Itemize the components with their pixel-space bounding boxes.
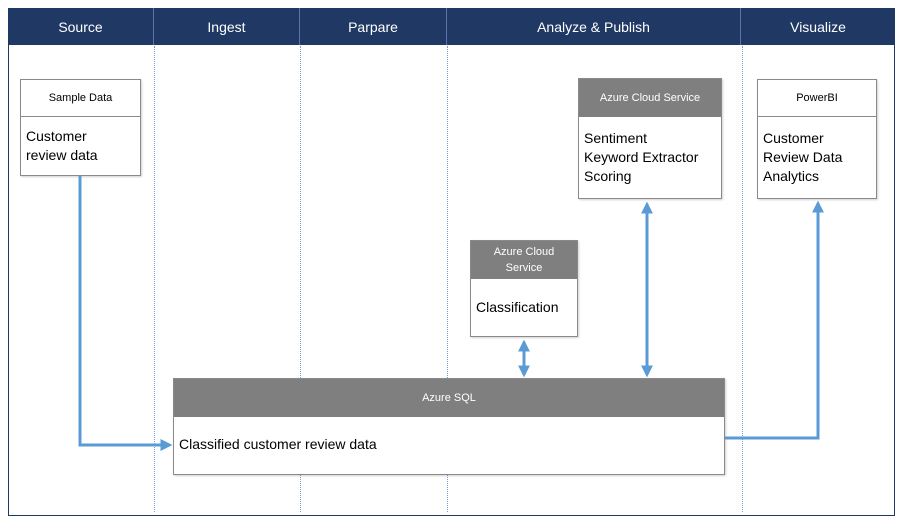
- sentiment-service-title: Azure Cloud Service: [579, 79, 721, 117]
- classification-service-line: Classification: [476, 299, 559, 315]
- lane-divider: [154, 46, 155, 512]
- arrow-sample-to-sql: [78, 176, 173, 451]
- lane-header-prepare: Parpare: [300, 8, 447, 45]
- swimlane-header: Source Ingest Parpare Analyze & Publish …: [8, 8, 895, 45]
- powerbi-line: Customer: [763, 130, 824, 146]
- sentiment-service-body: Sentiment Keyword Extractor Scoring: [579, 117, 721, 186]
- powerbi-body: Customer Review Data Analytics: [758, 117, 876, 186]
- azure-sql-line: Classified customer review data: [179, 436, 377, 452]
- lane-header-ingest: Ingest: [154, 8, 300, 45]
- sample-data-line: review data: [26, 147, 98, 163]
- arrow-sql-to-powerbi: [725, 200, 824, 440]
- classification-title-line: Azure Cloud: [493, 246, 555, 258]
- azure-sql-body: Classified customer review data: [174, 417, 724, 454]
- classification-service-title: Azure Cloud Service: [471, 241, 577, 279]
- powerbi-box[interactable]: PowerBI Customer Review Data Analytics: [757, 79, 877, 199]
- sentiment-service-line: Sentiment: [584, 130, 648, 146]
- powerbi-line: Review Data: [763, 149, 843, 165]
- lane-divider: [742, 46, 743, 512]
- lane-divider: [447, 46, 448, 512]
- lane-header-visualize: Visualize: [790, 18, 846, 35]
- sentiment-service-box[interactable]: Azure Cloud Service Sentiment Keyword Ex…: [578, 78, 722, 199]
- sentiment-service-line: Keyword Extractor: [584, 149, 699, 165]
- sentiment-service-line: Scoring: [584, 168, 632, 184]
- sample-data-line: Customer: [26, 128, 87, 144]
- lane-divider: [300, 46, 301, 512]
- powerbi-line: Analytics: [763, 168, 820, 184]
- lane-header-analyze-publish: Analyze & Publish: [447, 8, 741, 45]
- sample-data-body: Customer review data: [21, 117, 140, 165]
- sample-data-title: Sample Data: [21, 80, 140, 117]
- azure-sql-box[interactable]: Azure SQL Classified customer review dat…: [173, 378, 725, 475]
- powerbi-title: PowerBI: [758, 80, 876, 117]
- classification-title-line: Service: [505, 262, 543, 274]
- lane-header-source: Source: [8, 8, 154, 45]
- classification-service-body: Classification: [471, 279, 577, 317]
- sample-data-box[interactable]: Sample Data Customer review data: [20, 79, 141, 176]
- azure-sql-title: Azure SQL: [174, 379, 724, 417]
- classification-service-box[interactable]: Azure Cloud Service Classification: [470, 240, 578, 337]
